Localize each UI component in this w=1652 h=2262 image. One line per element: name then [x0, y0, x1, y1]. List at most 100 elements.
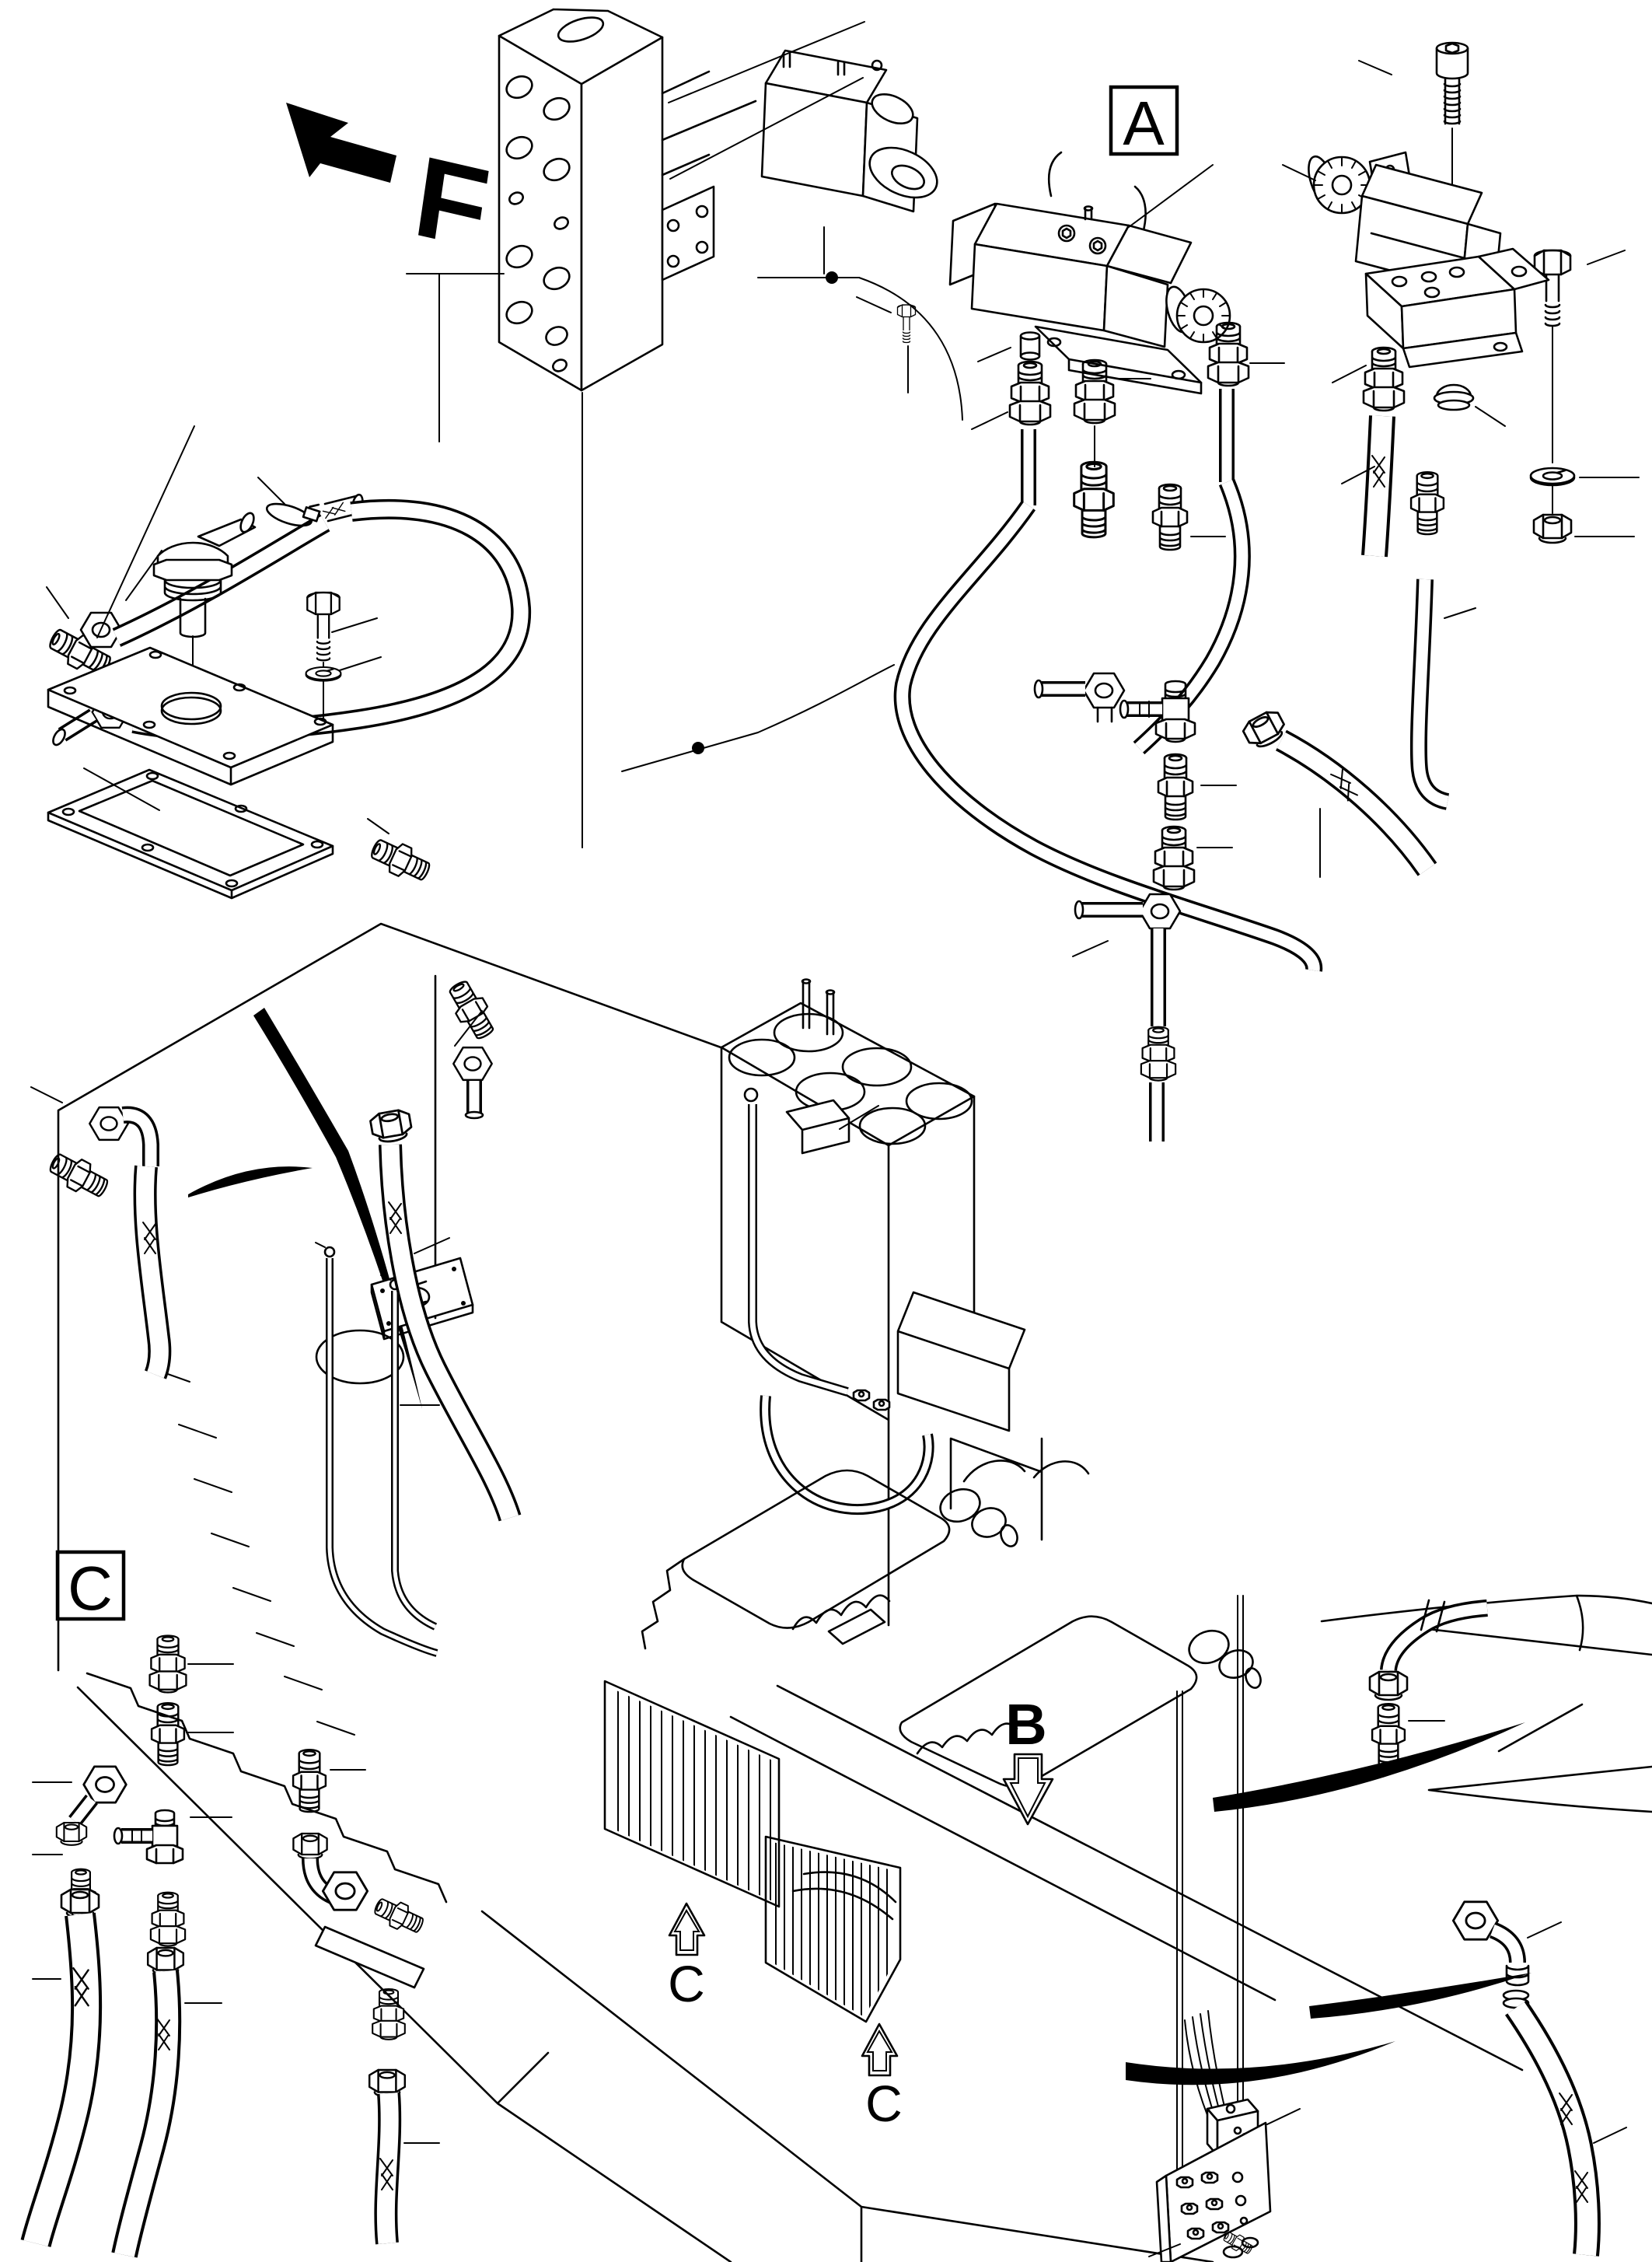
plain-washer [1529, 467, 1576, 487]
barb-nipple-fitting [1409, 471, 1445, 536]
detail-a-box [1109, 85, 1179, 156]
cover-plate [47, 646, 334, 786]
mini-fitting [1175, 2176, 1194, 2189]
barb-nipple-fitting [1151, 483, 1189, 551]
elbow-fitting [1451, 1900, 1500, 1941]
engine [641, 1437, 1262, 1788]
arrow-up [861, 2023, 899, 2077]
hydraulic-tank [720, 978, 976, 1627]
hex-nut [292, 1832, 328, 1860]
routing-arrow [1126, 2041, 1395, 2085]
elbow-fitting [1138, 893, 1182, 930]
mini-fitting [1205, 2197, 1224, 2211]
elbow-fitting [1082, 672, 1126, 709]
view-f-label: F [407, 131, 497, 274]
straight-fitting [148, 1634, 187, 1694]
barb-nipple-fitting [442, 976, 501, 1044]
connection-dot [826, 271, 838, 284]
routing-arrow [1213, 1722, 1525, 1812]
breather-cap [152, 512, 257, 701]
view-direction-arrow [286, 103, 396, 183]
barb-nipple-fitting [366, 832, 435, 888]
fittings-cluster-left [20, 1634, 428, 2258]
mini-fitting [852, 1389, 871, 1402]
barb-nipple-fitting [292, 1749, 327, 1813]
socket-head-screw [1435, 41, 1469, 125]
small-bolt [896, 304, 917, 344]
barb-nipple-fitting [370, 1893, 428, 1939]
tee-fitting [1119, 680, 1196, 743]
barb-nipple-fitting [44, 1147, 114, 1204]
detail-c-marker: C [55, 1550, 126, 1623]
fitting-chain-a [893, 304, 1323, 1141]
fitting-mount-plate [1155, 2121, 1272, 2262]
plug-cap [1433, 383, 1475, 411]
c-arrow-left: C [668, 1902, 706, 2012]
straight-fitting [149, 1891, 187, 1947]
tank-pipes [802, 980, 835, 1036]
c-arrow-left-label: C [668, 1955, 705, 2012]
detail-c-box [55, 1550, 126, 1621]
hose-nut [368, 1107, 414, 1145]
mini-fitting [1186, 2227, 1205, 2240]
elbow-fitting [89, 1106, 129, 1141]
solenoid-relief-valve-assembly [1308, 41, 1576, 810]
step-frame [86, 1672, 448, 1904]
tank-side-box [785, 1099, 850, 1155]
hex-bolt [1533, 249, 1572, 327]
routing-arrows [188, 1008, 1532, 2085]
barb-nipple-fitting [1157, 753, 1194, 821]
elbow-fitting [452, 1046, 493, 1082]
c-arrow-right: C [861, 2023, 903, 2132]
hex-nut [1532, 513, 1573, 544]
straight-fitting [1008, 360, 1052, 426]
hydraulic-manifold-block [498, 8, 757, 392]
arrow-up [668, 1902, 706, 1956]
hose-nut [1368, 1670, 1409, 1701]
breather-cover-group [44, 488, 532, 1120]
hose-left-middle [44, 1106, 172, 1379]
mini-fitting [1211, 2221, 1230, 2234]
detail-b-marker: B [1002, 1692, 1054, 1826]
straight-fitting [1073, 358, 1116, 425]
mini-fitting [1180, 2202, 1199, 2215]
machine-deck [57, 922, 1652, 2262]
flat-bar [314, 1925, 425, 1989]
leader-lines [30, 21, 1640, 2257]
junction-box-group [1155, 1595, 1272, 2262]
c-arrow-right-label: C [865, 2075, 903, 2132]
connection-dot [692, 742, 704, 754]
straight-fitting [1152, 825, 1196, 891]
grille-panel-left [603, 1680, 781, 1908]
hose-braid [322, 502, 347, 519]
union-fitting [1073, 460, 1115, 539]
hex-bolt [306, 591, 341, 662]
mini-fitting [1200, 2171, 1219, 2184]
fittings-cluster-right [1368, 1599, 1601, 2257]
arrow-down [1002, 1753, 1054, 1826]
detail-b-label: B [1005, 1692, 1046, 1757]
solenoid-wires [1048, 151, 1147, 235]
tank-elbow-fitting [743, 1087, 759, 1103]
solenoid-valve-assembly [948, 151, 1231, 395]
view-f-marker: F [286, 103, 497, 274]
grille-panel-right [764, 1835, 902, 2023]
detail-c-label: C [68, 1554, 113, 1623]
mini-fitting [872, 1398, 891, 1411]
tee-fitting [113, 1809, 184, 1865]
detail-a-label: A [1123, 89, 1165, 158]
elbow-fitting [82, 1765, 127, 1804]
straight-fitting [1140, 1026, 1177, 1082]
rear-bracket [661, 70, 757, 177]
barb-nipple-fitting [1371, 1703, 1406, 1767]
hose-deck-right [1239, 706, 1437, 876]
gasket [47, 768, 334, 900]
plain-washer [305, 666, 342, 682]
sensor-bracket-group [315, 1107, 522, 1657]
elbow-fitting [321, 1871, 369, 1911]
routing-arrow [1309, 1973, 1532, 2019]
pressure-switch [760, 49, 938, 213]
straight-fitting [1362, 346, 1406, 412]
